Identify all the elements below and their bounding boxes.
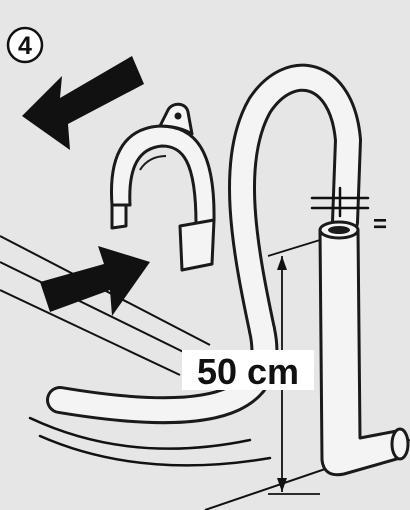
- step-number: 4: [18, 32, 32, 60]
- arrow-left-icon: [22, 56, 144, 150]
- hose-clip-icon: [109, 102, 216, 272]
- hose-end-marker: [310, 186, 370, 218]
- equal-sign-label: =: [373, 211, 387, 238]
- step-marker-icon: 4: [6, 26, 44, 64]
- arrow-right-icon: [40, 246, 150, 316]
- standpipe-icon: [318, 220, 410, 477]
- height-label: 50 cm: [197, 351, 299, 392]
- floor-curve-lines: [28, 416, 272, 467]
- height-label-backing: [182, 350, 314, 390]
